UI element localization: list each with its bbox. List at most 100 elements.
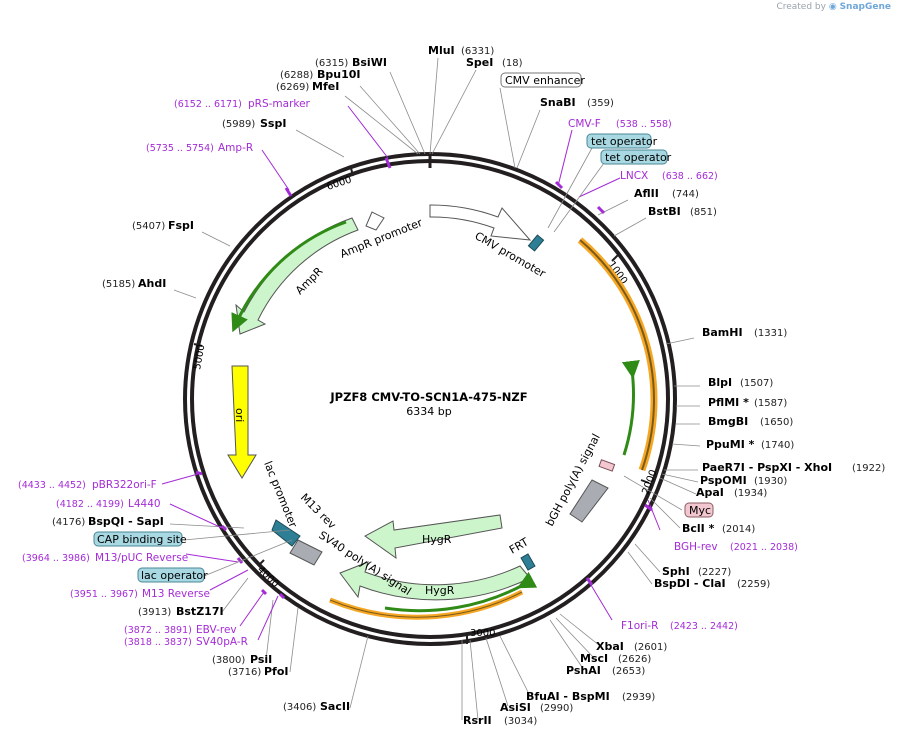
primer-sv40pa-r: SV40pA-R bbox=[196, 636, 248, 648]
primer-lncx: LNCX bbox=[620, 170, 648, 182]
hygr-outer-arrow bbox=[339, 561, 531, 601]
myc-text: Myc bbox=[689, 504, 711, 517]
primer-ebv-rev: EBV-rev bbox=[196, 624, 237, 636]
enzyme-clai-pos: (2259) bbox=[737, 579, 770, 590]
enzyme-bmgbi: BmgBI bbox=[708, 415, 748, 428]
enzyme-psii: PsiI bbox=[250, 653, 272, 666]
snapgene-credit: Created by ◉ SnapGene bbox=[776, 2, 891, 12]
enzyme-pshai: PshAI bbox=[566, 664, 601, 677]
tet-operator-box-1 bbox=[586, 133, 652, 149]
enzyme-xbai: XbaI bbox=[596, 640, 624, 653]
lac-operator-box bbox=[137, 567, 205, 583]
primer-labels: (6152 .. 6171) pRS-marker (5735 .. 5754)… bbox=[18, 98, 798, 648]
primer-sv40pa-r-pos: (3818 .. 3837) bbox=[124, 637, 192, 648]
enzyme-sacii: SacII bbox=[320, 700, 350, 713]
tick-label-3000: 3000 bbox=[470, 628, 495, 639]
primer-leader-lines bbox=[161, 105, 661, 641]
enzyme-bsiwi-pos: (6315) bbox=[315, 58, 348, 69]
ampr-line bbox=[231, 220, 347, 333]
enzyme-sphi-pos: (2227) bbox=[698, 567, 731, 578]
lower-orf-core bbox=[329, 591, 523, 618]
enzyme-blpi-pos: (1507) bbox=[740, 378, 773, 389]
hygr-outer-line bbox=[384, 571, 538, 613]
enzyme-apai-pos: (1934) bbox=[734, 488, 767, 499]
enzyme-pflmi: PflMI * bbox=[708, 396, 749, 409]
enzyme-fspi: FspI bbox=[168, 219, 194, 232]
cmv-enhancer-text: CMV enhancer bbox=[505, 74, 585, 87]
enzyme-spei-pos: (18) bbox=[502, 58, 523, 69]
enzyme-bamhi-pos: (1331) bbox=[754, 328, 787, 339]
enzyme-pflmi-pos: (1587) bbox=[754, 398, 787, 409]
enzyme-aflii-pos: (744) bbox=[672, 189, 699, 200]
ori-label: ori bbox=[233, 408, 246, 422]
primer-bgh-rev: BGH-rev bbox=[674, 541, 718, 553]
enzyme-msci-pos: (2626) bbox=[618, 654, 651, 665]
primer-m13-puc-reverse-pos: (3964 .. 3986) bbox=[22, 553, 90, 564]
enzyme-pshai-pos: (2653) bbox=[612, 666, 645, 677]
m13-rev-label: M13 rev bbox=[298, 491, 339, 532]
sv40-polya-shape bbox=[289, 539, 323, 566]
enzyme-sspi-pos: (5989) bbox=[222, 119, 255, 130]
tick-label-5000: 5000 bbox=[192, 344, 207, 371]
enzyme-pfoi: PfoI bbox=[264, 665, 289, 678]
bgh-polya-shape bbox=[569, 479, 609, 523]
orf-inner-line bbox=[621, 359, 640, 456]
primer-m13-reverse-pos: (3951 .. 3967) bbox=[70, 589, 138, 600]
tet-operator-box-2 bbox=[600, 149, 668, 165]
enzyme-sapi-group: BspQI - SapI bbox=[88, 515, 164, 528]
enzyme-bcli-pos: (2014) bbox=[722, 524, 755, 535]
enzyme-xhoi-pos: (1922) bbox=[852, 463, 885, 474]
enzyme-blpi: BlpI bbox=[708, 376, 732, 389]
cap-binding-site-text: CAP binding site bbox=[97, 533, 187, 546]
enzyme-bamhi: BamHI bbox=[702, 326, 743, 339]
ampr-label: AmpR bbox=[293, 264, 326, 297]
enzyme-sacii-pos: (3406) bbox=[283, 702, 316, 713]
primer-prs-marker: pRS-marker bbox=[248, 98, 311, 110]
enzyme-msci: MscI bbox=[580, 652, 608, 665]
enzyme-bpu10i-pos: (6288) bbox=[280, 70, 313, 81]
primer-lncx-pos: (638 .. 662) bbox=[662, 171, 718, 182]
enzyme-psii-pos: (3800) bbox=[212, 655, 245, 666]
ampr-promoter-arrow bbox=[365, 211, 385, 231]
enzyme-bspmi-pos: (2939) bbox=[622, 692, 655, 703]
primer-cmv-f: CMV-F bbox=[568, 118, 601, 130]
primer-prs-marker-pos: (6152 .. 6171) bbox=[174, 99, 242, 110]
primer-cmv-f-pos: (538 .. 558) bbox=[616, 119, 672, 130]
enzyme-bcli: BclI * bbox=[682, 522, 715, 535]
enzyme-sapi-pos: (4176) bbox=[52, 517, 85, 528]
enzyme-mlui: MluI bbox=[428, 44, 455, 57]
lac-operator-text: lac operator bbox=[141, 569, 208, 582]
enzyme-rsrii-pos: (3034) bbox=[504, 716, 537, 727]
primer-l4440-pos: (4182 .. 4199) bbox=[56, 499, 124, 510]
cmv-enhancer-box bbox=[500, 72, 582, 88]
enzyme-pspomi: PspOMI bbox=[700, 474, 747, 487]
cap-binding-site-box bbox=[93, 531, 183, 547]
tet-operator-mark bbox=[527, 234, 545, 252]
enzyme-spei: SpeI bbox=[466, 56, 493, 69]
lac-promoter-label: lac promoter bbox=[261, 459, 300, 530]
primer-amp-r-pos: (5735 .. 5754) bbox=[146, 143, 214, 154]
primer-marks bbox=[195, 157, 653, 600]
primer-pbr322ori-f-pos: (4433 .. 4452) bbox=[18, 480, 86, 491]
enzyme-sspi: SspI bbox=[260, 117, 286, 130]
enzyme-asisi-pos: (2990) bbox=[540, 703, 573, 714]
enzyme-bstbi: BstBI bbox=[648, 205, 681, 218]
hygr-inner-arrow bbox=[364, 514, 503, 560]
tet-operator-text-2: tet operator bbox=[605, 151, 672, 164]
primer-f1ori-r-pos: (2423 .. 2442) bbox=[670, 621, 738, 632]
enzyme-mlui-pos: (6331) bbox=[461, 46, 494, 57]
myc-mark bbox=[598, 459, 616, 472]
enzyme-pspomi-pos: (1930) bbox=[754, 476, 787, 487]
enzyme-mfei: MfeI bbox=[312, 80, 339, 93]
primer-l4440: L4440 bbox=[128, 498, 161, 510]
enzyme-ppumi: PpuMI * bbox=[706, 438, 755, 451]
snapgene-logo-icon: ◉ bbox=[828, 2, 837, 12]
enzyme-ahdi: AhdI bbox=[138, 277, 166, 290]
enzyme-bstbi-pos: (851) bbox=[690, 207, 717, 218]
enzyme-bpu10i: Bpu10I bbox=[317, 68, 361, 81]
enzyme-ahdi-pos: (5185) bbox=[102, 279, 135, 290]
enzyme-snabi: SnaBI bbox=[540, 96, 576, 109]
enzyme-sphi: SphI bbox=[662, 565, 690, 578]
enzyme-rsrii: RsrII bbox=[463, 714, 492, 727]
